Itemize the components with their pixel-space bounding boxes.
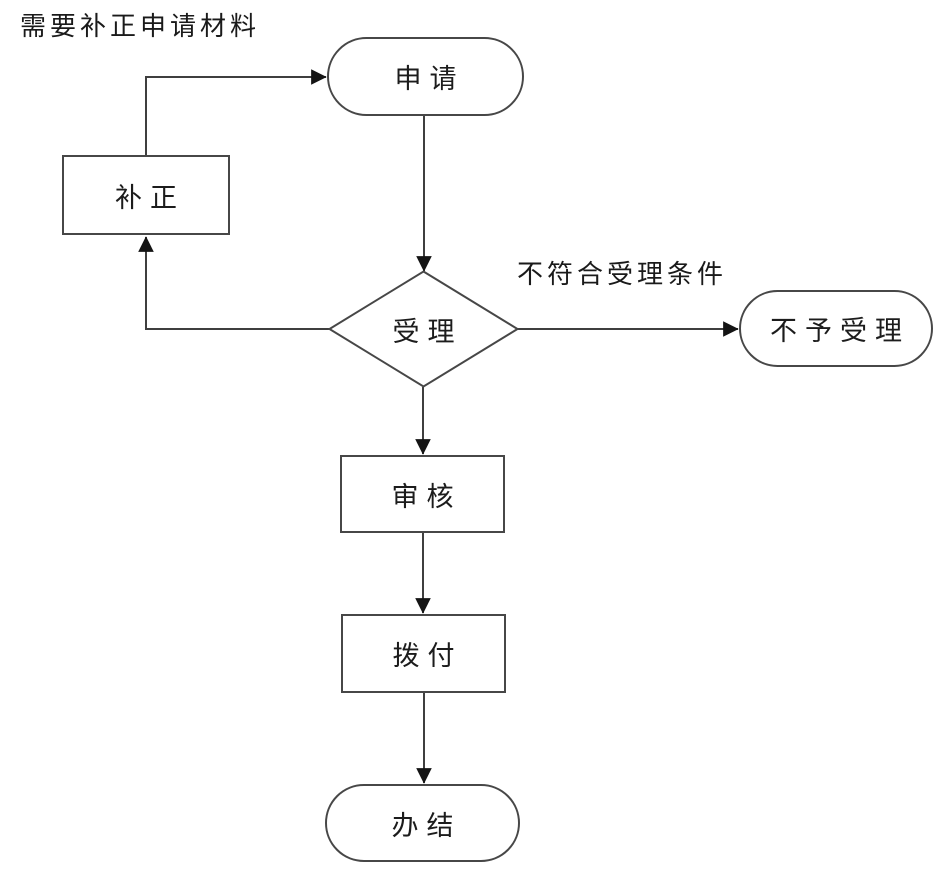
flow-node-reject-label: 不予受理 xyxy=(770,316,910,346)
flow-node-review: 审核 xyxy=(340,455,505,533)
edge-supplement-to-apply xyxy=(145,69,327,155)
flow-node-apply-label: 申请 xyxy=(394,64,465,94)
decision-diamond-shape xyxy=(328,270,519,388)
flow-node-reject: 不予受理 xyxy=(739,290,933,367)
flow-node-complete-label: 办结 xyxy=(391,810,462,841)
flow-node-accept-decision: 受理 xyxy=(328,270,519,388)
edge-label-not-meet-conditions: 不符合受理条件 xyxy=(517,259,728,289)
flow-node-accept-label: 受理 xyxy=(392,316,463,347)
flow-node-supplement: 补正 xyxy=(62,155,230,235)
flow-node-review-label: 审核 xyxy=(391,481,462,512)
flow-node-supplement-label: 补正 xyxy=(115,182,185,213)
flow-node-complete: 办结 xyxy=(325,784,520,862)
edge-label-need-supplement: 需要补正申请材料 xyxy=(20,11,261,41)
flow-node-apply: 申请 xyxy=(327,37,524,116)
flow-node-disburse-label: 拨付 xyxy=(392,641,463,671)
flow-node-disburse: 拨付 xyxy=(341,614,506,693)
edge-accept-to-supplement xyxy=(138,236,330,330)
